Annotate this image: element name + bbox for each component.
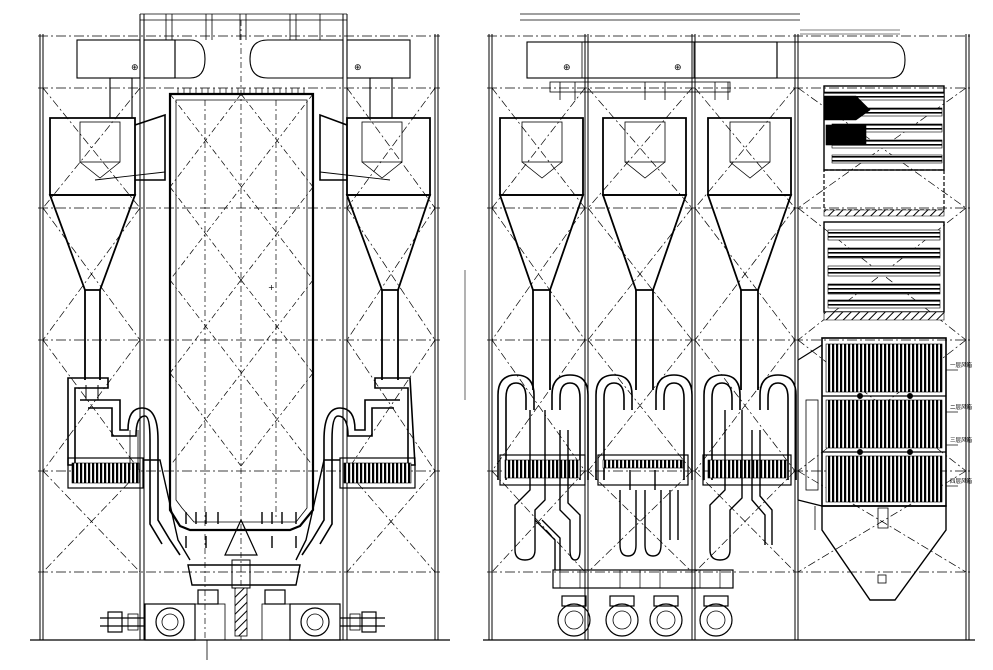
top-duct-side: [520, 13, 906, 100]
loopseal-right: [301, 377, 416, 556]
side-elevation-view: ⊕ ⊕: [483, 13, 975, 641]
level-annotations: [946, 369, 958, 487]
cyclone-separator-2: [601, 117, 688, 390]
level-label-2: 二层风箱: [950, 403, 973, 411]
centerline-mark: ⊕: [674, 63, 682, 73]
level-label-3: 三层风箱: [950, 436, 973, 444]
cyclone-separator-3: [706, 117, 793, 390]
loopseal-left: [67, 377, 181, 556]
return-legs-side: [514, 410, 773, 570]
steel-frame-columns: [488, 34, 970, 640]
furnace-body: [168, 20, 315, 640]
ash-cooler-fans: [100, 589, 385, 660]
front-elevation-view: ⊕ ⊕: [30, 13, 450, 660]
center-mark: +: [268, 283, 275, 292]
level-label-4: 四层风箱: [950, 477, 973, 485]
top-steel-grid: [140, 13, 347, 40]
loopseals-side: [497, 374, 797, 480]
cyclone-separator-right: [319, 113, 432, 380]
centerline-mark: ⊕: [563, 63, 571, 73]
backpass-convection: [797, 85, 947, 601]
cyclone-separator-1: [498, 117, 585, 390]
centerline-mark: ⊕: [131, 63, 139, 73]
centerline-mark: ⊕: [354, 63, 362, 73]
return-legs: [144, 459, 340, 561]
flue-gas-duct-right: [249, 39, 411, 119]
cyclone-separator-left: [48, 113, 166, 400]
flue-gas-duct-left: [76, 39, 206, 119]
external-heat-exchangers: [499, 454, 792, 486]
cross-bracing: [42, 87, 436, 573]
level-label-1: 一层风箱: [950, 361, 973, 369]
floor-beam-lines: [38, 35, 440, 573]
bottom-header-fans: [552, 569, 734, 637]
